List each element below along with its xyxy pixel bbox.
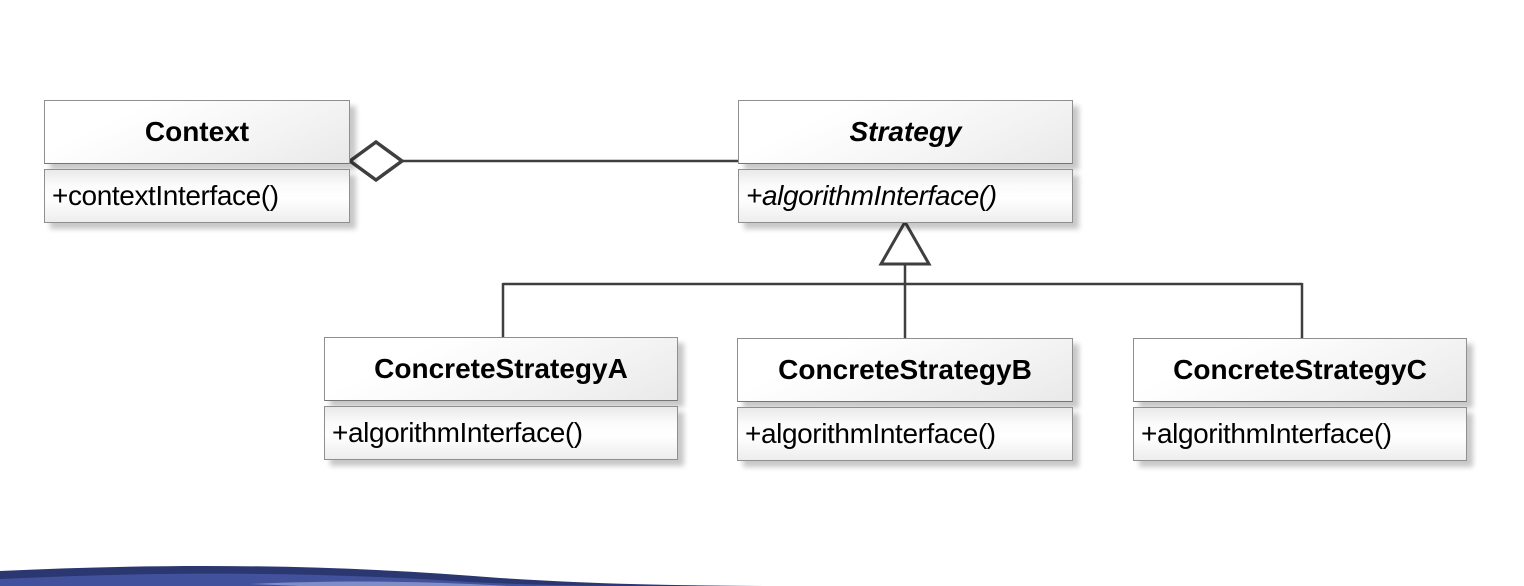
class-box-concrete-strategy-c: ConcreteStrategyC +algorithmInterface() xyxy=(1133,338,1467,461)
class-box-concrete-strategy-b: ConcreteStrategyB +algorithmInterface() xyxy=(737,338,1073,461)
aggregation-diamond-icon xyxy=(347,139,405,183)
class-title-concrete-strategy-b: ConcreteStrategyB xyxy=(737,338,1073,402)
class-method-context: +contextInterface() xyxy=(44,169,350,223)
class-title-concrete-strategy-a: ConcreteStrategyA xyxy=(324,337,678,401)
inheritance-triangle-icon xyxy=(878,218,932,266)
class-title-strategy: Strategy xyxy=(738,100,1073,164)
class-title-context: Context xyxy=(44,100,350,164)
class-method-concrete-strategy-a: +algorithmInterface() xyxy=(324,406,678,460)
class-method-concrete-strategy-c: +algorithmInterface() xyxy=(1133,407,1467,461)
class-box-concrete-strategy-a: ConcreteStrategyA +algorithmInterface() xyxy=(324,337,678,460)
class-method-concrete-strategy-b: +algorithmInterface() xyxy=(737,407,1073,461)
class-box-strategy: Strategy +algorithmInterface() xyxy=(738,100,1073,223)
class-method-strategy: +algorithmInterface() xyxy=(738,169,1073,223)
slide-swoosh-graphic xyxy=(0,565,800,586)
class-title-concrete-strategy-c: ConcreteStrategyC xyxy=(1133,338,1467,402)
class-box-context: Context +contextInterface() xyxy=(44,100,350,223)
